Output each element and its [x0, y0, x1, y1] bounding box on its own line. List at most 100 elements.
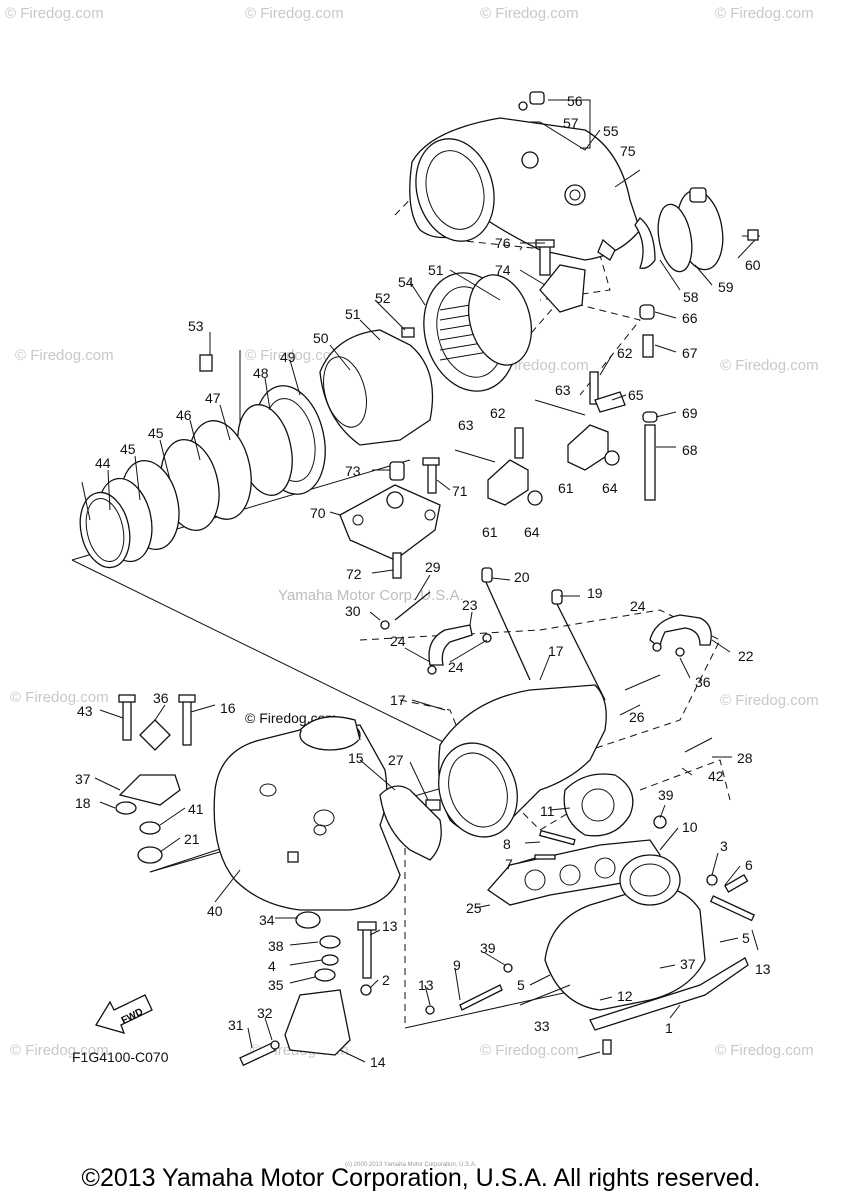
callout-label: 23: [462, 597, 478, 613]
callout-label: 59: [718, 279, 734, 295]
callout-label: 28: [737, 750, 753, 766]
callout-label: 44: [95, 455, 111, 471]
callout-label: 54: [398, 274, 414, 290]
callout-label: 36: [695, 674, 711, 690]
intake-grate: [213, 716, 442, 911]
center-mount: [239, 911, 377, 1067]
callout-label: 36: [153, 690, 169, 706]
callout-label: 73: [345, 463, 361, 479]
callout-label: 51: [345, 306, 361, 322]
callout-label: 4: [268, 958, 276, 974]
callout-label: 56: [567, 93, 583, 109]
callout-label: 3: [720, 838, 728, 854]
callout-label: 74: [495, 262, 511, 278]
tiny-credit: (c) 2000-2013 Yamaha Motor Corporation, …: [345, 1162, 477, 1168]
callout-label: 58: [683, 289, 699, 305]
callout-label: 66: [682, 310, 698, 326]
callout-label: 15: [348, 750, 364, 766]
callout-label: 40: [207, 903, 223, 919]
callout-label: 25: [466, 900, 482, 916]
callout-label: 64: [602, 480, 618, 496]
callout-label: 38: [268, 938, 284, 954]
callout-label: 61: [558, 480, 574, 496]
callout-label: 2: [382, 972, 390, 988]
callout-label: 13: [755, 961, 771, 977]
callout-label: 62: [617, 345, 633, 361]
callout-label: 53: [188, 318, 204, 334]
callout-label: 39: [480, 940, 496, 956]
callout-label: 42: [708, 768, 724, 784]
callout-label: 17: [548, 643, 564, 659]
callout-label: 21: [184, 831, 200, 847]
callout-label: 1: [665, 1020, 673, 1036]
callout-label: 11: [540, 803, 555, 819]
callout-label: 12: [617, 988, 633, 1004]
callout-label: 7: [505, 856, 513, 872]
callout-label: 46: [176, 407, 192, 423]
callout-label: 13: [382, 918, 398, 934]
callout-label: 67: [682, 345, 698, 361]
callout-label: 64: [524, 524, 540, 540]
callout-label: 37: [75, 771, 91, 787]
callout-label: 62: [490, 405, 506, 421]
leader-lines: [81, 99, 759, 1063]
callout-label: 19: [587, 585, 603, 601]
cable-brackets: [199, 304, 658, 506]
callout-label: 45: [120, 441, 136, 457]
callout-label: 16: [220, 700, 236, 716]
callout-label: 18: [75, 795, 91, 811]
watermarks: © Firedog.com © Firedog.com © Firedog.co…: [5, 5, 819, 1059]
callout-label: 60: [745, 257, 761, 273]
watermark-center: Yamaha Motor Corp. U.S.A.: [278, 587, 464, 604]
callout-label: 27: [388, 752, 404, 768]
callout-label: 34: [259, 912, 275, 928]
callout-label: 41: [188, 801, 204, 817]
watermark: © Firedog.com: [245, 347, 344, 364]
callout-label: 13: [418, 977, 434, 993]
callout-label: 35: [268, 977, 284, 993]
callout-label: 55: [603, 123, 619, 139]
callout-label: 17: [390, 692, 406, 708]
callout-label: 39: [658, 787, 674, 803]
callout-label: 50: [313, 330, 329, 346]
callout-label: 20: [514, 569, 530, 585]
callout-label: 22: [738, 648, 754, 664]
watermark: © Firedog.com: [720, 692, 819, 709]
callout-label: 24: [390, 633, 406, 649]
callout-label: 52: [375, 290, 391, 306]
impeller-duct: [319, 272, 532, 446]
left-mount: [115, 694, 196, 864]
copyright-footer: ©2013 Yamaha Motor Corporation, U.S.A. A…: [81, 1164, 761, 1192]
callout-label: 47: [205, 390, 221, 406]
callout-label: 49: [280, 349, 296, 365]
callout-label: 48: [253, 365, 269, 381]
callout-label: 26: [629, 709, 645, 725]
callout-label: 8: [503, 836, 511, 852]
watermark: © Firedog.com: [10, 689, 109, 706]
fwd-arrow: FWD: [95, 994, 153, 1034]
callout-label: 61: [482, 524, 498, 540]
jet-nozzle-housing: [409, 91, 641, 261]
callout-label: 63: [458, 417, 474, 433]
intake-duct-rings: [79, 385, 326, 569]
callout-label: 31: [228, 1017, 244, 1033]
callout-label: 33: [534, 1018, 550, 1034]
watermark: © Firedog.com: [715, 1042, 814, 1059]
callout-label: 45: [148, 425, 164, 441]
callout-label: 32: [257, 1005, 273, 1021]
hoses-and-bolts: [380, 567, 712, 701]
callout-label: 69: [682, 405, 698, 421]
callout-label: 30: [345, 603, 361, 619]
callout-label: 29: [425, 559, 441, 575]
callout-label: 37: [680, 956, 696, 972]
callout-numbers: 56 57 55 75 76 74 60 58 59 51 54 52 51 5…: [75, 93, 771, 1070]
callout-label: 6: [745, 857, 753, 873]
intake-housing: [425, 674, 713, 838]
callout-label: 72: [346, 566, 362, 582]
exhaust-manifold: [425, 815, 755, 1055]
callout-label: 70: [310, 505, 326, 521]
callout-label: 5: [742, 930, 750, 946]
callout-label: 51: [428, 262, 444, 278]
figure-code: F1G4100-C070: [72, 1049, 169, 1065]
